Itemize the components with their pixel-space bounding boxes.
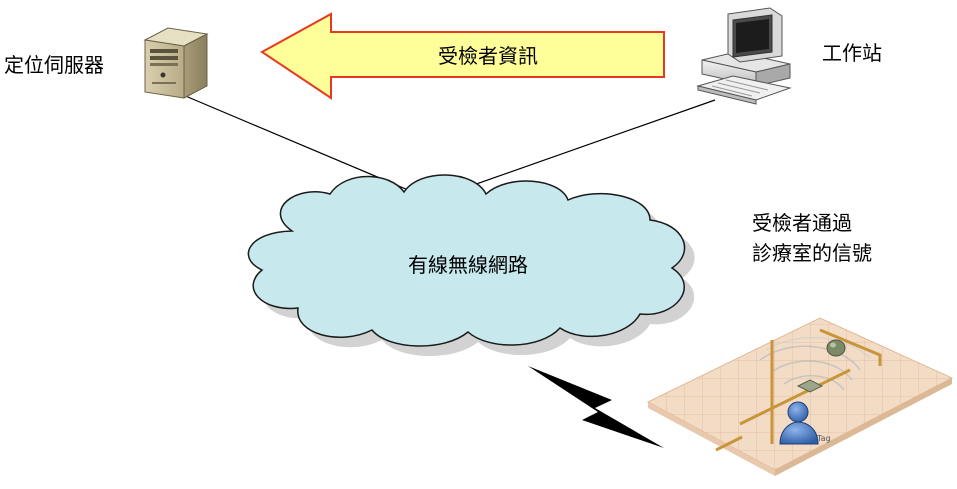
room-floor-plan-icon <box>646 317 954 476</box>
cloud-icon <box>247 174 686 347</box>
server-tower-icon <box>143 27 209 99</box>
tag-label: Tag <box>816 434 831 443</box>
desktop-computer-icon <box>696 7 792 105</box>
signal-label-line2: 診療室的信號 <box>752 241 872 265</box>
signal-label-line1: 受檢者通過 <box>752 211 852 235</box>
workstation-label: 工作站 <box>822 41 882 65</box>
lightning-bolt-icon <box>528 366 664 448</box>
server-label: 定位伺服器 <box>4 53 104 77</box>
network-label: 有線無線網路 <box>408 253 528 277</box>
person-icon <box>779 401 819 445</box>
data-flow-arrow <box>260 12 665 100</box>
arrow-label: 受檢者資訊 <box>438 44 538 68</box>
workstation-to-cloud-line <box>444 99 716 196</box>
